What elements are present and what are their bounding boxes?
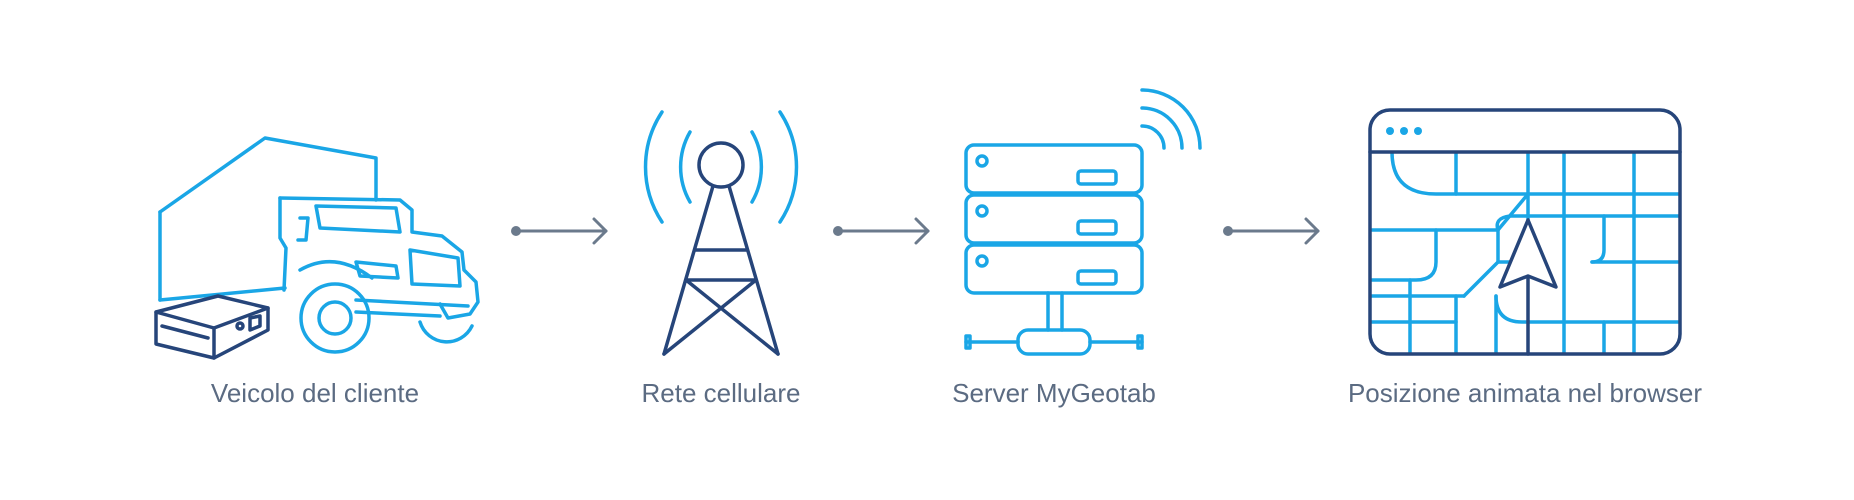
- server-wireless-icon: [964, 88, 1202, 356]
- step-label-browser: Posizione animata nel browser: [1347, 378, 1703, 408]
- arrow-3: [1223, 217, 1320, 245]
- browser-map-icon: [1368, 108, 1682, 356]
- truck-with-device-icon: [154, 136, 480, 360]
- arrow-2: [833, 217, 930, 245]
- step-label-vehicle: Veicolo del cliente: [210, 378, 420, 408]
- cell-tower-icon: [643, 110, 799, 356]
- step-label-server: Server MyGeotab: [952, 378, 1156, 408]
- step-label-cellular: Rete cellulare: [641, 378, 801, 408]
- arrow-1: [511, 217, 608, 245]
